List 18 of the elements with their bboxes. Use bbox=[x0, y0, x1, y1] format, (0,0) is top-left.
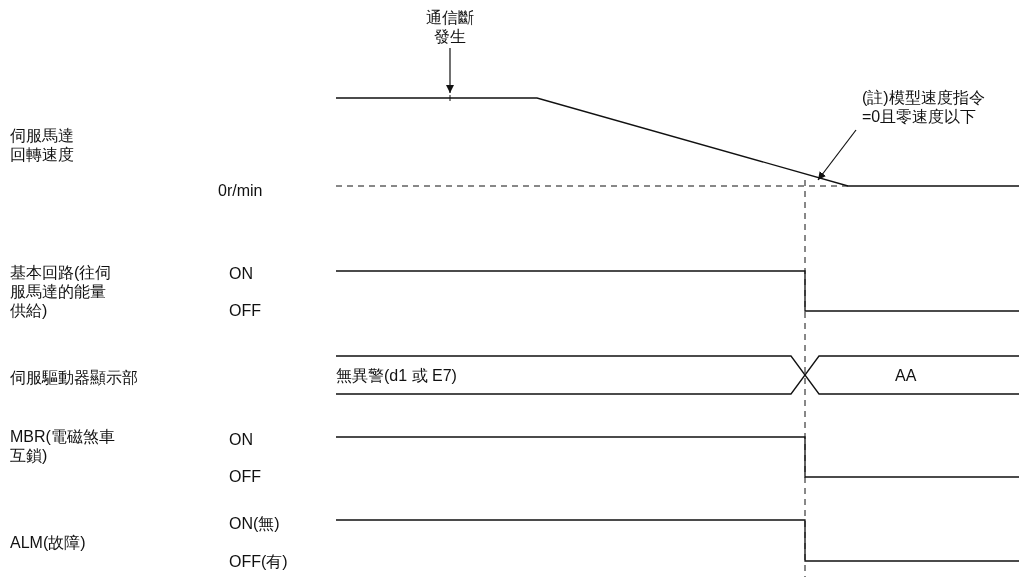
signal-name: 基本回路(往伺服馬達的能量供給) bbox=[10, 263, 113, 320]
state-text: AA bbox=[895, 366, 917, 385]
signal-name: 伺服驅動器顯示部 bbox=[10, 368, 138, 387]
level-label: ON bbox=[229, 264, 253, 283]
level-label: 0r/min bbox=[218, 181, 263, 200]
level-label: OFF(有) bbox=[229, 552, 288, 571]
level-label: OFF bbox=[229, 301, 261, 320]
signal-name: 伺服馬達回轉速度 bbox=[10, 126, 75, 164]
level-label: ON(無) bbox=[229, 514, 280, 533]
signal-name: ALM(故障) bbox=[10, 533, 86, 552]
annotation-text: 通信斷發生 bbox=[424, 8, 476, 46]
level-label: OFF bbox=[229, 467, 261, 486]
leader-arrow bbox=[446, 47, 454, 94]
signal-name: MBR(電磁煞車互鎖) bbox=[10, 427, 116, 465]
leader-arrow bbox=[817, 129, 857, 181]
state-text: 無異警(d1 或 E7) bbox=[336, 366, 457, 385]
level-label: ON bbox=[229, 430, 253, 449]
annotation-text: (註)模型速度指令=0且零速度以下 bbox=[862, 88, 988, 126]
